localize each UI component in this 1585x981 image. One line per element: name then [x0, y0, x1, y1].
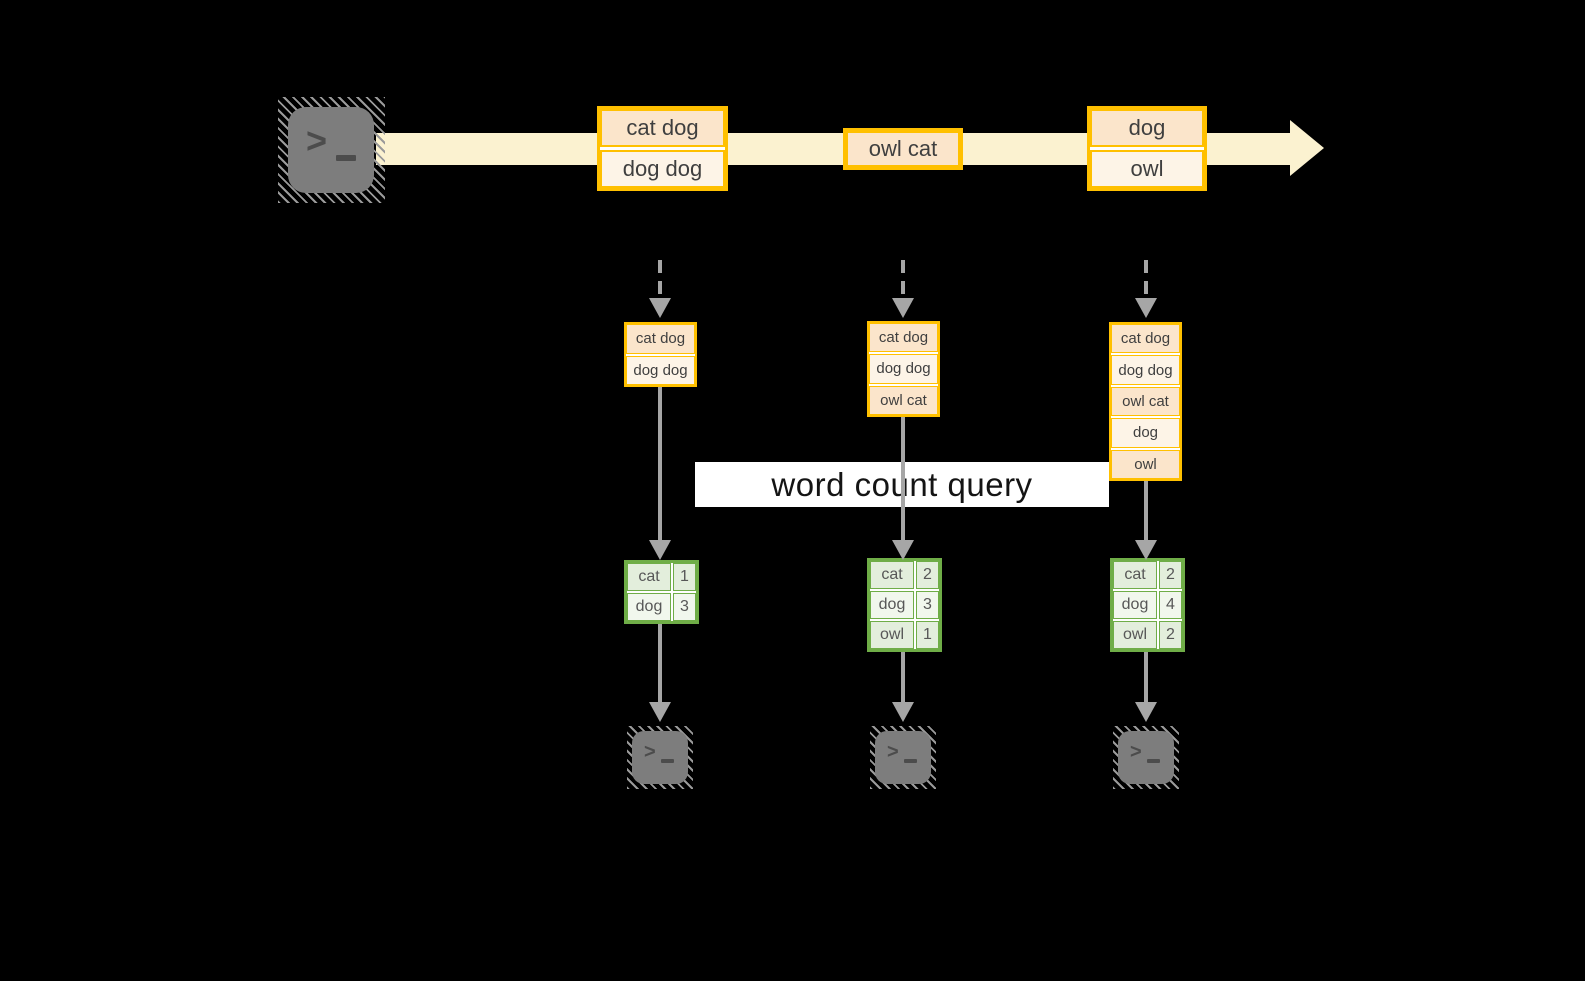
- terminal-prompt-icon: >: [1130, 741, 1142, 763]
- stream-record: dog: [1090, 109, 1204, 147]
- count-cell: 2: [1159, 561, 1182, 589]
- input-record: dog dog: [869, 354, 938, 384]
- ingest-arrow-shaft: [901, 260, 905, 300]
- stream-batch-2: owl cat: [843, 128, 963, 170]
- ingest-arrow-shaft: [1144, 260, 1148, 300]
- terminal-cursor-icon: [336, 155, 356, 161]
- word-cell: dog: [870, 591, 914, 619]
- count-cell: 2: [1159, 621, 1182, 649]
- input-record: cat dog: [626, 324, 695, 354]
- count-cell: 1: [916, 621, 939, 649]
- output-arrowhead: [892, 702, 914, 722]
- input-record: owl cat: [1111, 386, 1180, 417]
- terminal-icon-body: >: [288, 107, 374, 193]
- count-cell: 1: [673, 563, 696, 591]
- stream-timeline-arrowhead: [1290, 120, 1324, 176]
- stream-batch-1: cat dog dog dog: [597, 106, 728, 191]
- stream-batch-3: dog owl: [1087, 106, 1207, 191]
- ingest-arrowhead: [1135, 298, 1157, 318]
- query-arrowhead: [892, 540, 914, 560]
- terminal-icon-body: >: [875, 731, 931, 784]
- ingest-arrow-shaft: [658, 260, 662, 300]
- word-cell: cat: [627, 563, 671, 591]
- query-arrowhead: [649, 540, 671, 560]
- stream-record: owl: [1090, 150, 1204, 188]
- accumulated-input-stack-1: cat dog dog dog: [624, 322, 697, 387]
- stream-record: cat dog: [600, 109, 725, 147]
- output-terminal-icon: >: [627, 726, 693, 789]
- count-cell: 3: [673, 593, 696, 621]
- stream-record: owl cat: [846, 131, 960, 167]
- input-record: owl: [1111, 449, 1180, 480]
- accumulated-input-stack-3: cat dog dog dog owl cat dog owl: [1109, 322, 1182, 481]
- terminal-cursor-icon: [661, 759, 674, 763]
- input-record: cat dog: [1111, 324, 1180, 354]
- word-cell: dog: [1113, 591, 1157, 619]
- query-arrow-shaft: [1144, 481, 1148, 542]
- terminal-icon-body: >: [632, 731, 688, 784]
- word-count-table-1: cat 1 dog 3: [624, 560, 699, 624]
- word-cell: cat: [870, 561, 914, 589]
- input-record: owl cat: [869, 385, 938, 415]
- input-record: dog dog: [626, 355, 695, 385]
- terminal-prompt-icon: >: [644, 741, 656, 763]
- word-cell: owl: [870, 621, 914, 649]
- stream-record: dog dog: [600, 150, 725, 188]
- accumulated-input-stack-2: cat dog dog dog owl cat: [867, 321, 940, 417]
- word-cell: owl: [1113, 621, 1157, 649]
- ingest-arrowhead: [892, 298, 914, 318]
- output-terminal-icon: >: [870, 726, 936, 789]
- stream-source-terminal-icon: >: [278, 97, 385, 203]
- input-record: dog dog: [1111, 355, 1180, 385]
- word-count-table-2: cat 2 dog 3 owl 1: [867, 558, 942, 652]
- word-count-table-3: cat 2 dog 4 owl 2: [1110, 558, 1185, 652]
- terminal-icon-body: >: [1118, 731, 1174, 784]
- query-arrow-shaft: [901, 417, 905, 542]
- query-arrow-shaft: [658, 387, 662, 542]
- count-cell: 4: [1159, 591, 1182, 619]
- terminal-prompt-icon: >: [306, 120, 328, 161]
- output-arrow-shaft: [1144, 652, 1148, 704]
- terminal-prompt-icon: >: [887, 741, 899, 763]
- input-record: cat dog: [869, 323, 938, 353]
- output-arrowhead: [1135, 702, 1157, 722]
- count-cell: 3: [916, 591, 939, 619]
- output-terminal-icon: >: [1113, 726, 1179, 789]
- word-cell: cat: [1113, 561, 1157, 589]
- output-arrow-shaft: [658, 624, 662, 704]
- terminal-cursor-icon: [904, 759, 917, 763]
- terminal-cursor-icon: [1147, 759, 1160, 763]
- count-cell: 2: [916, 561, 939, 589]
- output-arrow-shaft: [901, 652, 905, 704]
- query-arrowhead: [1135, 540, 1157, 560]
- output-arrowhead: [649, 702, 671, 722]
- word-cell: dog: [627, 593, 671, 621]
- input-record: dog: [1111, 418, 1180, 448]
- ingest-arrowhead: [649, 298, 671, 318]
